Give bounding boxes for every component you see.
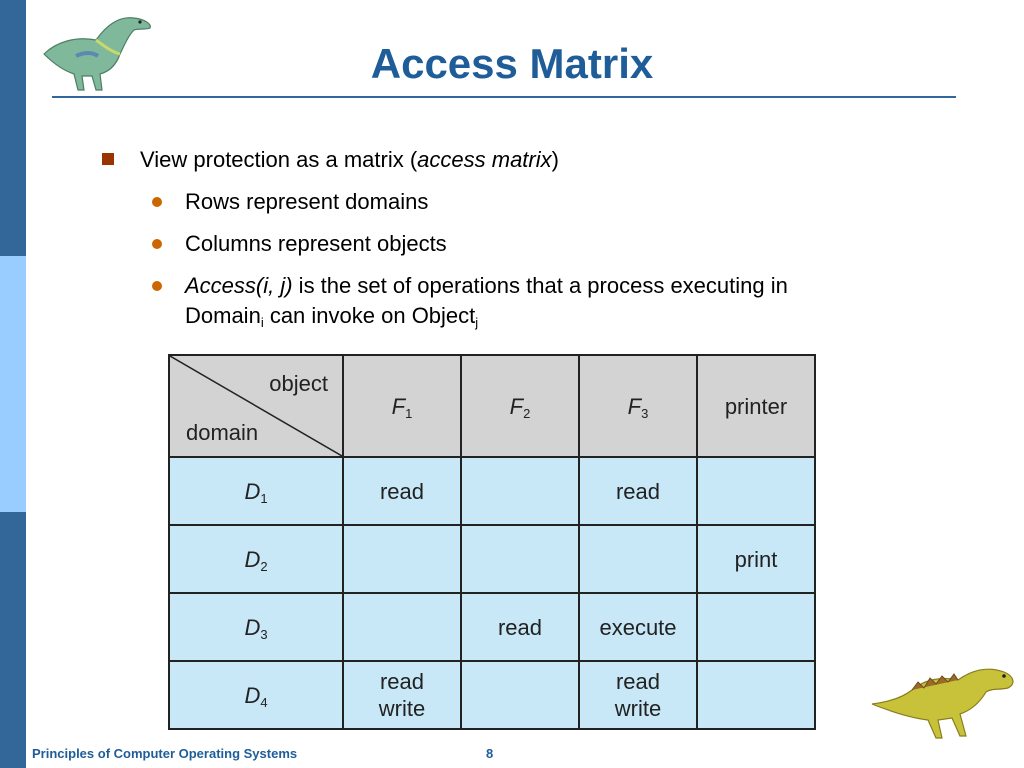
row-header-base: D	[244, 546, 261, 572]
column-header-sub: 1	[405, 405, 413, 421]
row-header-base: D	[244, 614, 261, 640]
table-cell	[696, 592, 816, 662]
column-header: F2	[460, 354, 580, 458]
column-header-base: F	[627, 393, 642, 419]
corner-object-label: object	[269, 371, 328, 396]
table-cell: execute	[578, 592, 698, 662]
round-bullet-icon	[152, 197, 162, 207]
footer-course: Principles of Computer Operating Systems	[32, 746, 298, 761]
dinosaur-icon	[871, 668, 1014, 739]
page-number: 8	[486, 746, 494, 761]
table-cell	[342, 592, 462, 662]
access-function-label: Access(i, j)	[185, 273, 293, 298]
title-divider	[52, 96, 956, 98]
row-header: D4	[168, 660, 344, 730]
table-cell: print	[696, 524, 816, 594]
object-subscript: j	[475, 315, 479, 330]
row-header-base: D	[244, 682, 261, 708]
domain-subscript: i	[260, 315, 264, 330]
corner-domain-label: domain	[186, 420, 259, 445]
row-header-sub: 3	[260, 626, 268, 642]
square-bullet-icon	[102, 153, 114, 165]
bullet-main-text-before: View protection as a matrix (	[140, 147, 418, 172]
domain-word: Domain	[185, 303, 261, 328]
row-header-base: D	[244, 478, 261, 504]
column-header-sub: 2	[523, 405, 531, 421]
bullet-main: View protection as a matrix (access matr…	[100, 145, 960, 175]
table-cell: read write	[578, 660, 698, 730]
table-cell: read	[460, 592, 580, 662]
sidebar-band-top	[0, 0, 26, 256]
table-cell	[696, 660, 816, 730]
corner-cell: object domain	[168, 354, 344, 458]
access-bullet-mid: can invoke on Object	[263, 303, 476, 328]
row-header: D3	[168, 592, 344, 662]
round-bullet-icon	[152, 281, 162, 291]
column-header-sub: 3	[641, 405, 649, 421]
access-bullet-rest: is the set of operations that a process …	[292, 273, 788, 298]
table-row: D2 print	[168, 524, 816, 594]
table-cell: read write	[342, 660, 462, 730]
table-cell	[460, 524, 580, 594]
table-cell: read	[578, 456, 698, 526]
dinosaur-icon	[43, 17, 151, 91]
access-bullet-line2: Domaini can invoke on Objectj	[185, 301, 960, 331]
sub-bullet-text: Columns represent objects	[185, 231, 447, 256]
row-header: D2	[168, 524, 344, 594]
sub-bullet-access: Access(i, j) is the set of operations th…	[100, 271, 960, 331]
slide-title: Access Matrix	[370, 40, 654, 87]
column-header-base: F	[509, 393, 524, 419]
table-cell	[578, 524, 698, 594]
row-header-sub: 2	[260, 558, 268, 574]
round-bullet-icon	[152, 239, 162, 249]
column-header: printer	[696, 354, 816, 458]
column-header-base: F	[391, 393, 406, 419]
sub-bullet-rows: Rows represent domains	[100, 187, 960, 217]
table-cell	[342, 524, 462, 594]
sidebar-band-bottom	[0, 512, 26, 768]
sub-bullet-text: Rows represent domains	[185, 189, 429, 214]
table-cell	[696, 456, 816, 526]
table-cell	[460, 456, 580, 526]
bullet-main-text-after: )	[551, 147, 559, 172]
sub-bullet-columns: Columns represent objects	[100, 229, 960, 259]
bullet-list: View protection as a matrix (access matr…	[100, 145, 960, 331]
row-header-sub: 1	[260, 490, 268, 506]
bullet-main-text-italic: access matrix	[417, 147, 552, 172]
table-cell	[460, 660, 580, 730]
sidebar-band-middle	[0, 256, 26, 512]
table-header-row: object domain F1 F2 F3 printer	[168, 354, 816, 458]
column-header: F3	[578, 354, 698, 458]
row-header: D1	[168, 456, 344, 526]
row-header-sub: 4	[260, 694, 268, 710]
diagonal-divider	[170, 356, 342, 456]
table-cell: read	[342, 456, 462, 526]
column-header: F1	[342, 354, 462, 458]
